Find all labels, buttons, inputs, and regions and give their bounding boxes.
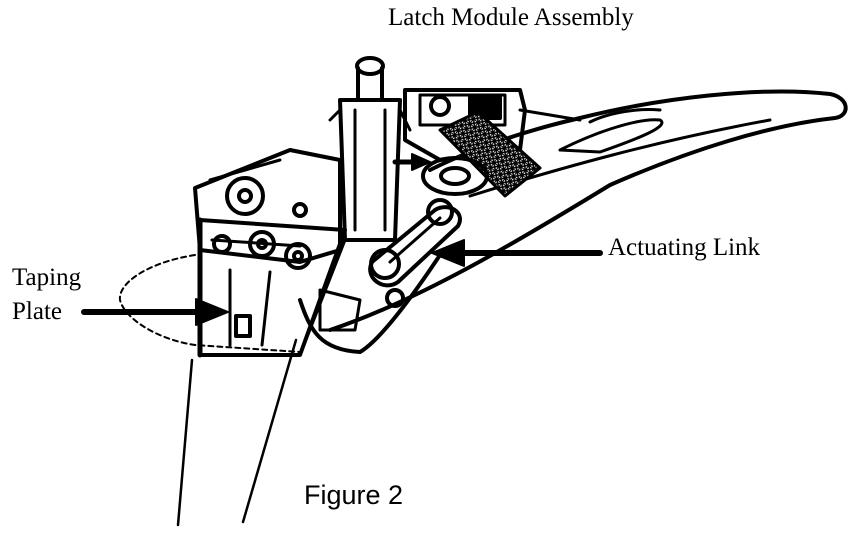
striker-pin <box>328 56 412 242</box>
lower-bracket <box>197 217 442 358</box>
label-taping-line2: Plate <box>12 298 62 325</box>
arrow-taping-plate <box>81 298 229 326</box>
taping-plate-outline <box>118 254 301 353</box>
mesh-spring <box>438 110 542 198</box>
arrow-actuating-link <box>431 239 603 267</box>
arrow-small <box>392 153 431 171</box>
figure-caption: Figure 2 <box>304 480 404 510</box>
rivets <box>369 156 489 308</box>
leader-lines <box>176 338 298 527</box>
label-taping-line1: Taping <box>12 264 82 291</box>
label-actuating-link: Actuating Link <box>608 234 761 261</box>
actuating-link-part <box>368 205 462 288</box>
diagram-title: Latch Module Assembly <box>388 4 634 31</box>
